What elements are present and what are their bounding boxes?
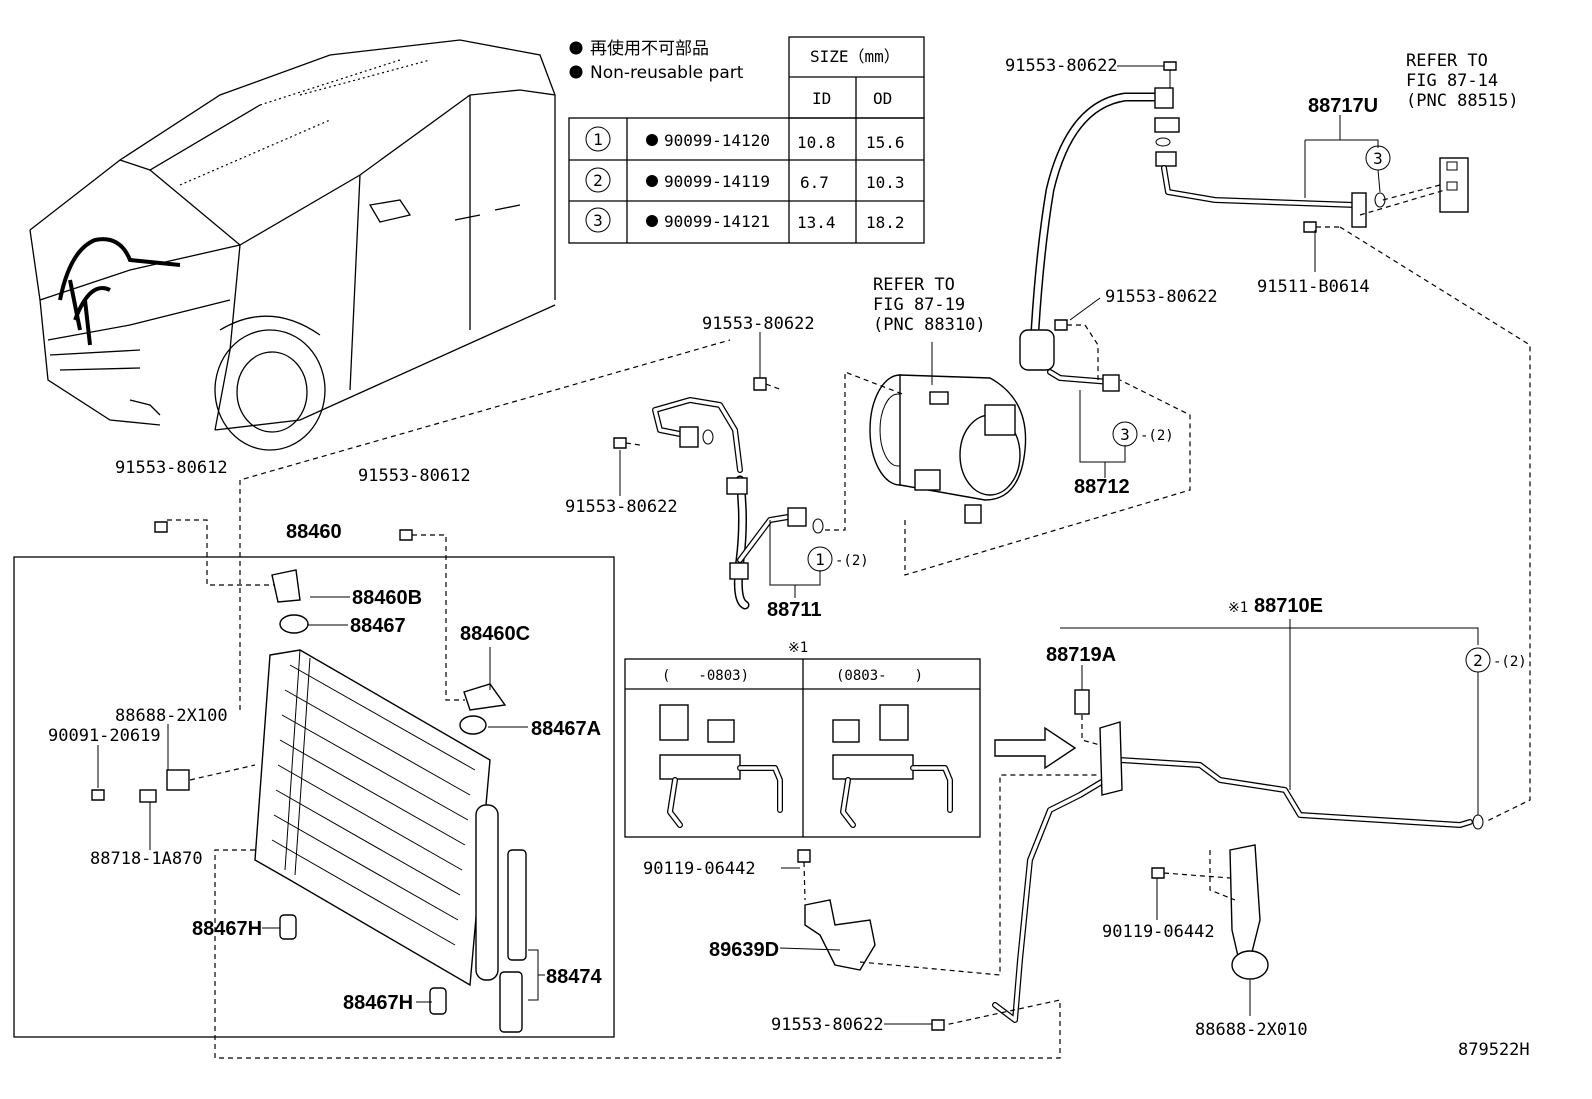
oring-callout-2-qty: 2 -(2) bbox=[1465, 647, 1527, 673]
label-refer-evap: FIG 87-14 bbox=[1406, 71, 1498, 91]
variant-left-range: ( -0803) bbox=[662, 668, 749, 684]
suction-hose-assembly bbox=[1019, 61, 1469, 392]
svg-text:-(2): -(2) bbox=[835, 553, 869, 569]
condenser bbox=[91, 521, 527, 1033]
label-refer-comp: FIG 87-19 bbox=[873, 295, 965, 315]
label-88460C: 88460C bbox=[460, 623, 530, 645]
svg-text:18.2: 18.2 bbox=[866, 213, 905, 232]
label-88710E: 88710E bbox=[1254, 595, 1323, 617]
non-reusable-dot-icon bbox=[646, 134, 658, 146]
compressor bbox=[869, 374, 1027, 524]
label-90091-20619: 90091-20619 bbox=[48, 726, 161, 746]
label-88467A: 88467A bbox=[531, 718, 601, 740]
label-88719A: 88719A bbox=[1046, 644, 1116, 666]
label-91553-80622: 91553-80622 bbox=[702, 314, 815, 334]
svg-text:15.6: 15.6 bbox=[866, 133, 905, 152]
label-88712: 88712 bbox=[1074, 476, 1130, 498]
label-88460B: 88460B bbox=[352, 587, 422, 609]
table-row: 3 90099-14121 13.4 18.2 bbox=[585, 207, 905, 233]
size-table: SIZE（mm） ID OD 1 90099-14120 10.8 15.6 2… bbox=[568, 36, 925, 244]
table-row: 2 90099-14119 6.7 10.3 bbox=[585, 167, 905, 193]
liquid-pipe-88710E bbox=[797, 689, 1484, 1031]
svg-text:3: 3 bbox=[1120, 425, 1130, 444]
variant-right-range: (0803- ) bbox=[836, 668, 923, 684]
label-refer-comp: REFER TO bbox=[873, 275, 955, 295]
legend: 再使用不可部品 Non-reusable part bbox=[569, 38, 744, 83]
label-88467H: 88467H bbox=[343, 992, 413, 1014]
label-90119-06442: 90119-06442 bbox=[643, 859, 756, 879]
label-91553-80622: 91553-80622 bbox=[1005, 56, 1118, 76]
svg-text:6.7: 6.7 bbox=[800, 173, 829, 192]
label-88474: 88474 bbox=[546, 966, 602, 988]
part-labels: 91553-80622 REFER TO FIG 87-14 (PNC 8851… bbox=[48, 51, 1530, 1060]
label-variant-mark: ※1 bbox=[1228, 600, 1248, 616]
svg-text:1: 1 bbox=[815, 550, 825, 569]
legend-text-en: Non-reusable part bbox=[590, 63, 744, 83]
table-row: 1 90099-14120 10.8 15.6 bbox=[585, 126, 905, 152]
label-91553-80622: 91553-80622 bbox=[565, 497, 678, 517]
vehicle-illustration bbox=[29, 39, 556, 451]
label-91553-80612: 91553-80612 bbox=[115, 458, 228, 478]
non-reusable-dot-icon bbox=[569, 41, 583, 55]
svg-text:10.8: 10.8 bbox=[797, 133, 836, 152]
label-91511-b0614: 91511-B0614 bbox=[1257, 277, 1370, 297]
discharge-hose-88711 bbox=[613, 377, 824, 610]
label-88467H: 88467H bbox=[192, 918, 262, 940]
svg-text:-(2): -(2) bbox=[1493, 654, 1527, 670]
svg-text:3: 3 bbox=[1373, 149, 1383, 168]
label-88688-2x100: 88688-2X100 bbox=[115, 706, 228, 726]
svg-text:2: 2 bbox=[1473, 651, 1483, 670]
label-91553-80612: 91553-80612 bbox=[358, 466, 471, 486]
label-90119-06442: 90119-06442 bbox=[1102, 922, 1215, 942]
leader-lines bbox=[97, 65, 1479, 1025]
dashed-routing-lines bbox=[167, 184, 1531, 1059]
label-88711: 88711 bbox=[767, 599, 822, 621]
svg-text:1: 1 bbox=[593, 130, 603, 149]
label-refer-evap: REFER TO bbox=[1406, 51, 1488, 71]
label-88467: 88467 bbox=[350, 615, 406, 637]
non-reusable-dot-icon bbox=[569, 65, 583, 79]
variant-box: ※1 ( -0803) (0803- ) bbox=[624, 640, 981, 838]
label-88718-1a870: 88718-1A870 bbox=[90, 849, 203, 869]
label-refer-comp: (PNC 88310) bbox=[873, 315, 986, 335]
label-91553-80622: 91553-80622 bbox=[1105, 287, 1218, 307]
label-88688-2x010: 88688-2X010 bbox=[1195, 1020, 1308, 1040]
table-part-number: 90099-14121 bbox=[664, 212, 770, 231]
col-id-header: ID bbox=[812, 89, 831, 108]
size-header: SIZE（mm） bbox=[810, 47, 900, 66]
table-part-number: 90099-14120 bbox=[664, 131, 770, 150]
oring-callout-3-qty: 3 -(2) bbox=[1112, 421, 1174, 447]
label-88717U: 88717U bbox=[1308, 95, 1378, 117]
label-refer-evap: (PNC 88515) bbox=[1406, 91, 1519, 111]
svg-text:2: 2 bbox=[593, 171, 603, 190]
legend-text-ja: 再使用不可部品 bbox=[590, 38, 709, 59]
oring-callout-1-qty: 1 -(2) bbox=[807, 546, 869, 572]
col-od-header: OD bbox=[873, 89, 892, 108]
figure-id: 879522H bbox=[1458, 1040, 1530, 1060]
non-reusable-dot-icon bbox=[646, 175, 658, 187]
table-part-number: 90099-14119 bbox=[664, 172, 770, 191]
condenser-frame bbox=[13, 556, 615, 1038]
variant-marker: ※1 bbox=[788, 640, 808, 656]
svg-text:13.4: 13.4 bbox=[797, 213, 836, 232]
oring-callout-3: 3 bbox=[1365, 145, 1391, 171]
label-89639D: 89639D bbox=[709, 939, 779, 961]
label-91553-80622: 91553-80622 bbox=[771, 1015, 884, 1035]
label-88460: 88460 bbox=[286, 521, 342, 543]
svg-text:-(2): -(2) bbox=[1140, 428, 1174, 444]
svg-text:3: 3 bbox=[593, 211, 603, 230]
svg-text:10.3: 10.3 bbox=[866, 173, 905, 192]
non-reusable-dot-icon bbox=[646, 215, 658, 227]
